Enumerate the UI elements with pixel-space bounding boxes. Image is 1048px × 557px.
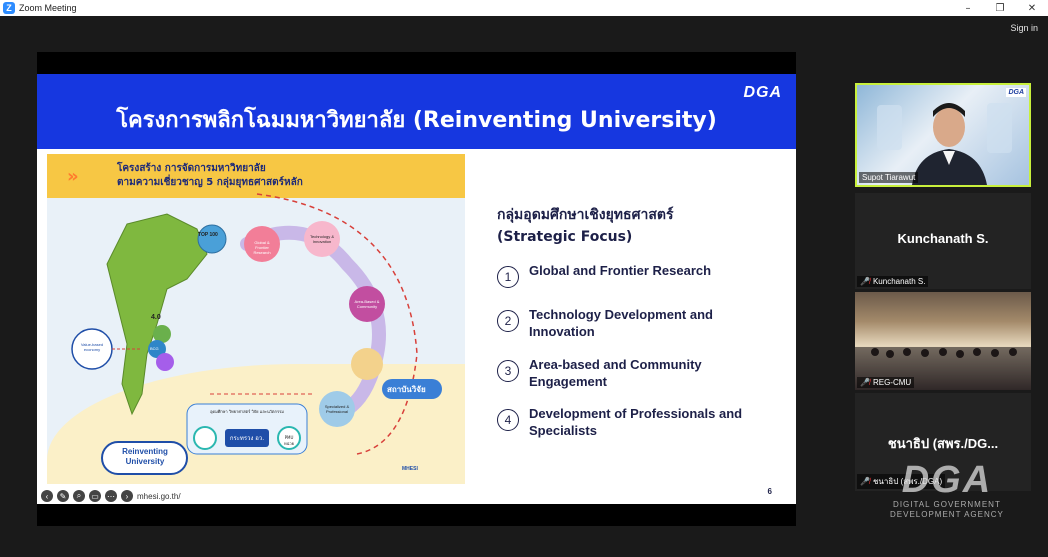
bcg-b-icon [153, 325, 171, 343]
bcg-g-icon [156, 353, 174, 371]
window-title: Zoom Meeting [19, 3, 77, 13]
mhesi-logo: MHESI [402, 466, 418, 472]
global-node [244, 226, 280, 262]
focus-number-icon: 3 [497, 360, 519, 382]
participant-display-name: ชนาธิป (สพร./DG... [887, 436, 999, 451]
technology-label: Technology & Innovation [309, 234, 334, 244]
speaker-video [877, 103, 1012, 185]
reinventing-label: Reinventing University [122, 447, 168, 466]
slide-menu-icon[interactable]: ⋯ [105, 490, 117, 502]
professional-node [319, 391, 355, 427]
presentation-slide: DGA โครงการพลิกโฉมมหาวิทยาลัย (Reinventi… [37, 74, 796, 504]
slide-header: DGA โครงการพลิกโฉมมหาวิทยาลัย (Reinventi… [37, 74, 796, 149]
participant-name-label: 🎤̸ REG-CMU [857, 377, 915, 388]
reinventing-badge [101, 441, 188, 475]
minimize-icon[interactable]: – [965, 2, 971, 14]
professional-label: Specialized & Professional [324, 404, 350, 414]
support-unit-circle [193, 426, 217, 450]
slide-page-number: 6 [767, 487, 772, 496]
support-unit-label: อุดมศึกษา วิทยาศาสตร์ วิจัย และนวัตกรรม [210, 409, 284, 414]
area-node [349, 286, 385, 322]
pmu-circle [277, 426, 301, 450]
participant-display-name: Kunchanath S. [897, 231, 989, 246]
participant-video-tile[interactable]: DGA Supot Tiarawut [855, 83, 1031, 187]
strategic-focus-heading: กลุ่มอุดมศึกษาเชิงยุทธศาสตร์ (Strategic … [497, 207, 674, 245]
dashed-arc [256, 193, 418, 455]
zoom-logo-icon: Z [3, 2, 15, 14]
focus-item: 3 Area-based and Community Engagement [497, 356, 759, 390]
strategy-illustration: » โครงสร้าง การจัดการมหาวิทยาลัย ตามความ… [47, 154, 465, 484]
window-controls: – ❐ ✕ [952, 0, 1048, 16]
pmu-label: PMU หน่วย [284, 435, 294, 446]
participant-name-label: 🎤̸ ชนาธิป (สพร./DGA) [857, 474, 946, 489]
focus-number-icon: 4 [497, 409, 519, 431]
focus-item: 4 Development of Professionals and Speci… [497, 405, 759, 439]
illustration-banner [47, 154, 465, 198]
participant-tile[interactable]: ชนาธิป (สพร./DG... 🎤̸ ชนาธิป (สพร./DGA) [855, 393, 1031, 491]
slide-playback-controls: ‹ ✎ ⌕ ▭ ⋯ › mhesi.go.th/ [41, 490, 181, 502]
focus-item-text: Area-based and Community Engagement [529, 357, 702, 389]
sign-in-link[interactable]: Sign in [1010, 23, 1038, 33]
research-institute-label: สถาบันวิจัย [387, 385, 426, 394]
research-institute-badge [382, 379, 442, 399]
slide-title: โครงการพลิกโฉมมหาวิทยาลัย (Reinventing U… [116, 108, 717, 133]
focus-number-icon: 1 [497, 266, 519, 288]
room-video [855, 347, 1031, 390]
illustration-map-svg [71, 193, 442, 475]
participant-video-tile[interactable]: 🎤̸ REG-CMU [855, 292, 1031, 390]
participant-name-label: Supot Tiarawut [859, 172, 919, 183]
window-titlebar: Z Zoom Meeting – ❐ ✕ [0, 0, 1048, 16]
close-icon[interactable]: ✕ [1027, 2, 1037, 14]
dga-watermark: DGA DIGITAL GOVERNMENT DEVELOPMENT AGENC… [890, 459, 1004, 519]
dga-video-logo: DGA [1006, 88, 1026, 97]
technology-node [304, 221, 340, 257]
bcg-label: BCG [150, 346, 159, 351]
shared-screen: DGA โครงการพลิกโฉมมหาวิทยาลัย (Reinventi… [37, 52, 796, 526]
participant-tile[interactable]: Kunchanath S. 🎤̸ Kunchanath S. [855, 193, 1031, 289]
captions-icon[interactable]: ▭ [89, 490, 101, 502]
wisdom-node [351, 348, 383, 380]
dga-logo: DGA [743, 84, 782, 101]
mic-muted-icon: 🎤̸ [860, 378, 870, 387]
focus-item-text: Development of Professionals and Special… [529, 406, 743, 438]
globe-icon [197, 224, 227, 254]
focus-item-text: Global and Frontier Research [529, 263, 712, 278]
global-label: Global & Frontier Research [253, 240, 271, 255]
top100-label: TOP 100 [198, 232, 218, 238]
next-slide-icon[interactable]: › [121, 490, 133, 502]
focus-item: 1 Global and Frontier Research [497, 262, 759, 288]
maximize-icon[interactable]: ❐ [995, 2, 1005, 14]
four-zero-label: 4.0 [151, 314, 161, 321]
focus-item-text: Technology Development and Innovation [529, 307, 713, 339]
chevron-right-icon: » [67, 166, 79, 187]
ministry-badge [225, 429, 269, 447]
participant-name-label: 🎤̸ Kunchanath S. [857, 276, 929, 287]
previous-slide-icon[interactable]: ‹ [41, 490, 53, 502]
illustration-banner-text: โครงสร้าง การจัดการมหาวิทยาลัย ตามความเช… [117, 163, 303, 188]
zoom-slide-icon[interactable]: ⌕ [73, 490, 85, 502]
mic-muted-icon: 🎤̸ [860, 477, 870, 486]
pen-icon[interactable]: ✎ [57, 490, 69, 502]
bcg-c-icon [148, 340, 166, 358]
ministry-label: กระทรวง อว. [229, 435, 265, 442]
value-based-label: Value-based economy [80, 342, 104, 352]
focus-number-icon: 2 [497, 310, 519, 332]
mic-muted-icon: 🎤̸ [860, 277, 870, 286]
focus-item: 2 Technology Development and Innovation [497, 306, 759, 340]
footer-url: mhesi.go.th/ [137, 491, 181, 501]
area-label: Area-Based & Community [354, 299, 380, 309]
